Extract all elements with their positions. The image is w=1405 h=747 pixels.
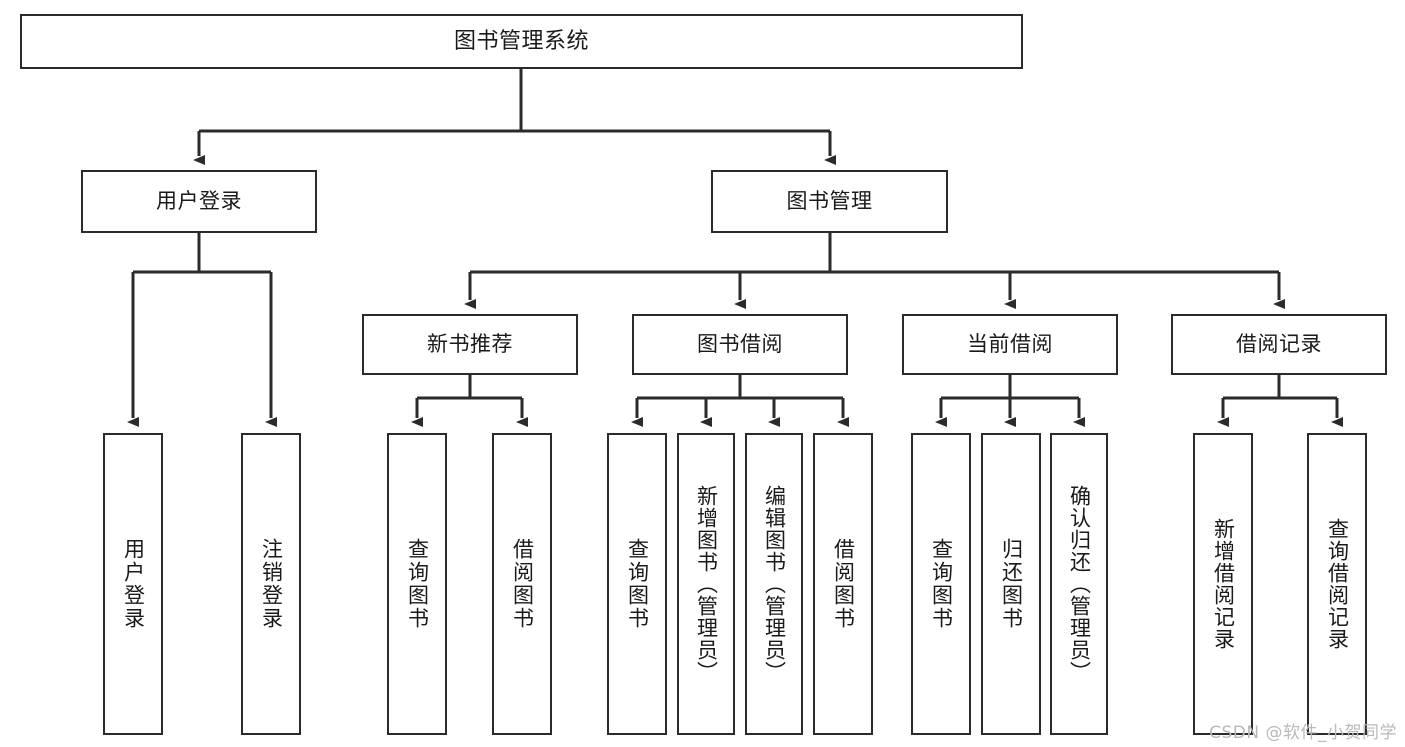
node-borrow-record-label: 借阅记录 [1236,332,1322,357]
node-leaf-borrow-book-2-label: 借阅图书 [831,538,856,630]
node-new-book-recommend[interactable]: 新书推荐 [362,314,578,375]
node-user-login-label: 用户登录 [156,189,242,214]
node-leaf-user-login-label: 用户登录 [121,538,146,630]
node-leaf-logout-login[interactable]: 注销登录 [241,433,301,735]
node-leaf-add-record[interactable]: 新增借阅记录 [1193,433,1253,735]
node-leaf-confirm-return[interactable]: 确认归还（管理员） [1050,433,1108,735]
node-leaf-add-record-label: 新增借阅记录 [1211,518,1236,650]
node-book-borrow[interactable]: 图书借阅 [632,314,848,375]
node-root-system-label: 图书管理系统 [453,28,589,54]
node-current-borrow-label: 当前借阅 [967,332,1053,357]
node-leaf-confirm-return-label: 确认归还（管理员） [1067,485,1092,683]
node-leaf-query-book-3[interactable]: 查询图书 [911,433,971,735]
node-leaf-logout-login-label: 注销登录 [259,538,284,630]
node-leaf-edit-book-label: 编辑图书（管理员） [762,485,787,683]
node-new-book-recommend-label: 新书推荐 [427,332,513,357]
node-book-management[interactable]: 图书管理 [711,170,948,233]
node-leaf-add-book[interactable]: 新增图书（管理员） [677,433,735,735]
node-current-borrow[interactable]: 当前借阅 [902,314,1118,375]
node-leaf-query-book-3-label: 查询图书 [929,538,954,630]
node-leaf-query-book-1[interactable]: 查询图书 [387,433,447,735]
node-leaf-query-book-2[interactable]: 查询图书 [607,433,667,735]
node-root-system[interactable]: 图书管理系统 [20,14,1023,69]
node-leaf-query-record-label: 查询借阅记录 [1325,518,1350,650]
node-leaf-user-login[interactable]: 用户登录 [103,433,163,735]
node-leaf-query-book-1-label: 查询图书 [405,538,430,630]
node-leaf-borrow-book-2[interactable]: 借阅图书 [813,433,873,735]
node-leaf-borrow-book-1-label: 借阅图书 [510,538,535,630]
node-leaf-edit-book[interactable]: 编辑图书（管理员） [745,433,803,735]
node-book-borrow-label: 图书借阅 [697,332,783,357]
node-leaf-borrow-book-1[interactable]: 借阅图书 [492,433,552,735]
node-user-login[interactable]: 用户登录 [81,170,317,233]
node-leaf-return-book[interactable]: 归还图书 [981,433,1041,735]
node-leaf-add-book-label: 新增图书（管理员） [694,485,719,683]
node-leaf-return-book-label: 归还图书 [999,538,1024,630]
node-leaf-query-book-2-label: 查询图书 [625,538,650,630]
node-borrow-record[interactable]: 借阅记录 [1171,314,1387,375]
node-book-management-label: 图书管理 [786,189,873,214]
node-leaf-query-record[interactable]: 查询借阅记录 [1307,433,1367,735]
